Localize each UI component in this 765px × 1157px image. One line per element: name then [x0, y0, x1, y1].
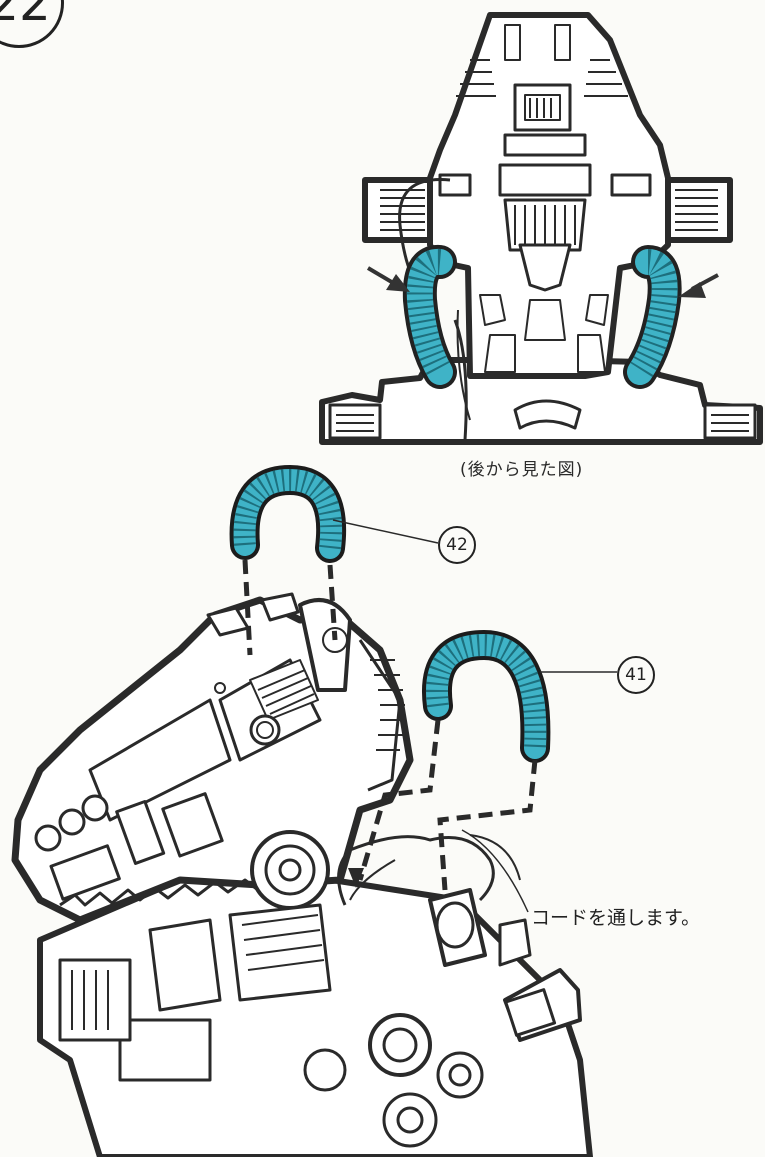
part-number-41: 41	[617, 656, 655, 694]
left-arrow-icon	[366, 266, 410, 292]
hose-part-42	[229, 464, 347, 563]
part-number-42: 42	[438, 526, 476, 564]
back-view-figure	[319, 12, 763, 445]
back-view-right-hose	[623, 245, 682, 389]
back-view-left-hose	[402, 245, 457, 389]
main-body-figure	[11, 592, 593, 1157]
right-arrow-icon	[678, 273, 719, 298]
leader-lines	[332, 519, 617, 913]
insert-arrow-icon	[348, 868, 364, 888]
cord-note: コードを通します。	[531, 907, 701, 929]
back-view-caption: (後から見た図)	[460, 460, 584, 480]
hose-part-41	[422, 629, 551, 763]
insertion-guides	[242, 559, 538, 891]
